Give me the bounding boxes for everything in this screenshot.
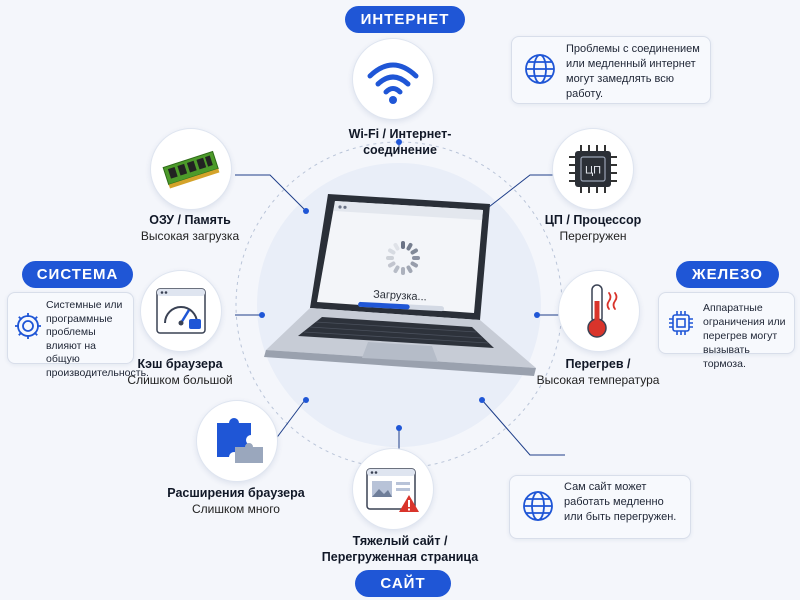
card-internet: Проблемы с соединением или медленный инт… [511,36,711,104]
heavy-site-label: Тяжелый сайт / Перегруженная страница [321,534,479,564]
cache-label: Кэш браузера Слишком большой [127,357,233,387]
card-hardware: Аппаратные ограничения или перегрев могу… [658,292,795,370]
heavy-site-node [352,448,434,530]
cpu-node: ЦП [552,128,634,210]
extensions-label: Расширения браузера Слишком много [167,486,305,516]
cpu-icon: ЦП [569,145,617,193]
pill-hardware: ЖЕЛЕЗО [676,261,779,288]
card-system: Системные или программные проблемы влияю… [7,292,149,379]
globe-icon [525,54,555,84]
gauge-icon [156,288,206,334]
wifi-node [352,38,434,120]
line-site-card [481,399,565,456]
ram-icon [162,150,220,189]
thermometer-icon [587,284,618,338]
pill-internet: ИНТЕРНЕТ [345,6,465,33]
touchpad [362,342,438,362]
extensions-node [196,400,278,482]
card-site: Сам сайт может работать медленно или быт… [509,475,691,539]
warning-page-icon [366,468,419,512]
chip-icon [669,311,693,335]
cpu-icon-text: ЦП [585,165,601,177]
cache-node [140,270,222,352]
laptop-screen [317,201,483,313]
pill-system: СИСТЕМА [22,261,133,288]
pill-site: САЙТ [355,570,451,597]
loading-bar-fill [358,301,410,310]
ram-label: ОЗУ / Память Высокая загрузка [140,213,240,243]
overheat-label: Перегрев / Высокая температура [536,357,660,387]
globe-icon [523,491,553,521]
puzzle-icon [217,418,263,463]
loading-spinner [386,241,420,275]
overheat-node [558,270,640,352]
laptop-illustration: Загрузка... [264,194,536,376]
ram-node [150,128,232,210]
wifi-label: Wi-Fi / Интернет- соединение [348,127,452,157]
cpu-label: ЦП / Процессор Перегружен [544,213,642,243]
line-ram [235,174,306,211]
gear-icon [15,313,41,339]
loading-text: Загрузка... [373,289,427,304]
wifi-icon [367,62,419,104]
